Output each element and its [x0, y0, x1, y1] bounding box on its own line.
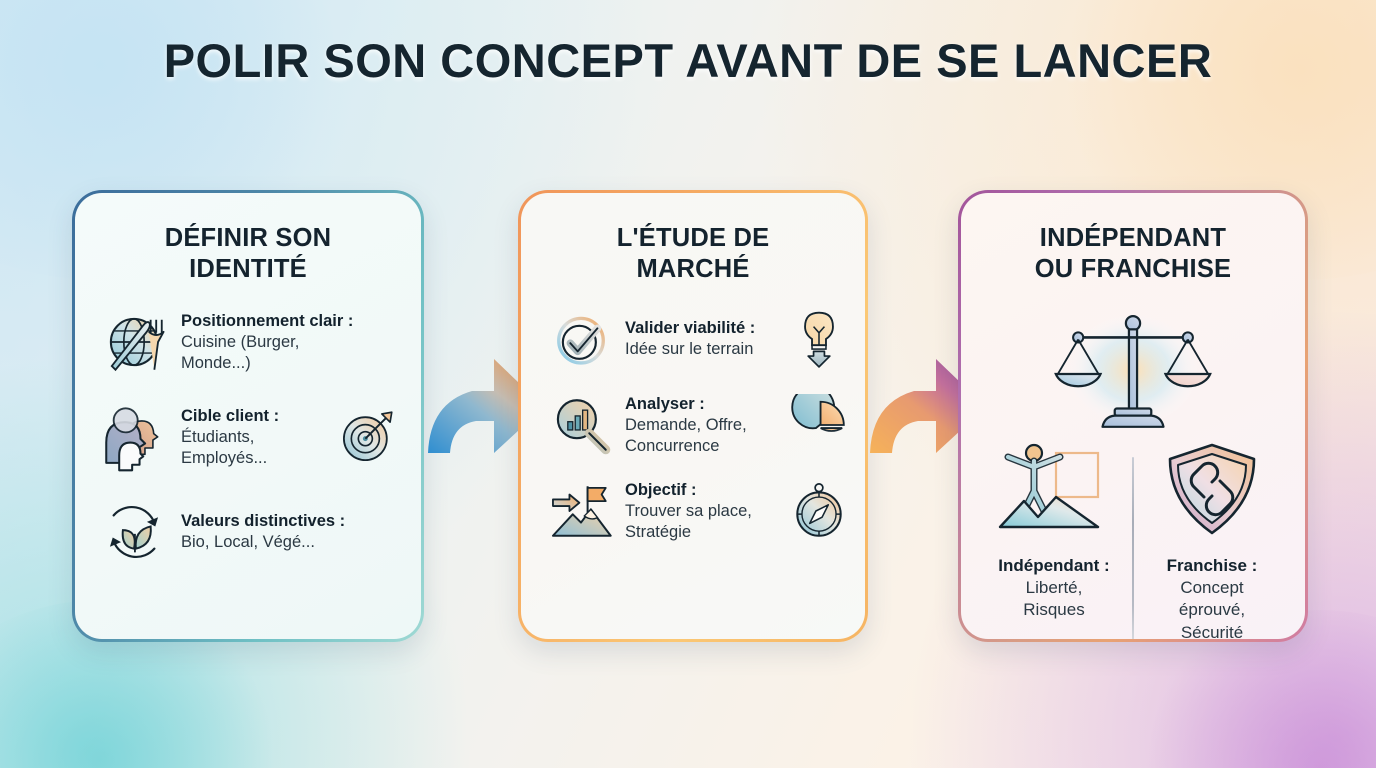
card-definir-son-identite[interactable]: DÉFINIR SON IDENTITÉ	[72, 190, 424, 642]
card3-title: INDÉPENDANT OU FRANCHISE	[961, 223, 1305, 285]
card1-row1-text: Positionnement clair : Cuisine (Burger, …	[181, 311, 411, 374]
card1-row3-heading: Valeurs distinctives :	[181, 512, 346, 531]
page-title: POLIR SON CONCEPT AVANT DE SE LANCER	[163, 34, 1213, 87]
card3-col1-heading: Indépendant :	[998, 556, 1110, 576]
card1-row1-heading: Positionnement clair :	[181, 311, 354, 330]
card2-row3-body-line2: Stratégie	[625, 522, 692, 541]
card2-title-line1: L'ÉTUDE DE	[616, 224, 770, 252]
column-divider	[1132, 457, 1134, 639]
card2-row2-text: Analyser : Demande, Offre, Concurrence	[625, 394, 779, 457]
card1-row1-body-line2: Monde...)	[181, 353, 251, 372]
card2-row-valider: Valider viabilité : Idée sur le terrain	[521, 305, 865, 373]
card3-col2-body-line1: Concept	[1180, 578, 1244, 598]
people-group-icon	[97, 400, 171, 474]
target-arrow-icon	[333, 403, 401, 471]
card1-title-line1: DÉFINIR SON	[164, 224, 332, 252]
compass-icon	[785, 477, 853, 545]
lightbulb-down-arrow-icon	[785, 305, 853, 373]
card3-title-line1: INDÉPENDANT	[1039, 224, 1227, 252]
card3-columns: Indépendant : Liberté, Risques	[961, 441, 1305, 639]
card1-row2-body-line2: Employés...	[181, 448, 268, 467]
card2-row1-body-line1: Idée sur le terrain	[625, 340, 754, 359]
magnifier-bar-chart-icon	[547, 391, 615, 459]
card1-title: DÉFINIR SON IDENTITÉ	[75, 223, 421, 285]
person-on-peak-icon	[981, 441, 1127, 541]
card1-row1-body-line1: Cuisine (Burger,	[181, 332, 300, 351]
card-independant-ou-franchise[interactable]: INDÉPENDANT OU FRANCHISE	[958, 190, 1308, 642]
pie-chart-icon	[785, 391, 853, 459]
card2-row3-text: Objectif : Trouver sa place, Stratégie	[625, 480, 779, 543]
card3-col2-body-line3: Sécurité	[1180, 622, 1244, 640]
card3-col1-body-line2: Risques	[1023, 600, 1085, 620]
card1-row2-text: Cible client : Étudiants, Employés...	[181, 406, 333, 469]
card2-rows: Valider viabilité : Idée sur le terrain	[521, 305, 865, 545]
card3-column-independant: Indépendant : Liberté, Risques	[975, 441, 1133, 639]
card1-row2-heading: Cible client :	[181, 406, 280, 425]
card3-column-franchise: Franchise : Concept éprouvé, Sécurité	[1133, 441, 1291, 639]
card2-row1-heading: Valider viabilité :	[625, 319, 756, 338]
card3-col1-body-line1: Liberté,	[1025, 578, 1083, 598]
card2-row2-body-line2: Concurrence	[625, 436, 720, 455]
card2-row-objectif: Objectif : Trouver sa place, Stratégie	[521, 477, 865, 545]
mountain-flag-icon	[547, 477, 615, 545]
balance-scale-icon	[961, 307, 1305, 439]
card2-row-analyser: Analyser : Demande, Offre, Concurrence	[521, 391, 865, 459]
card1-row-valeurs: Valeurs distinctives : Bio, Local, Végé.…	[75, 495, 421, 569]
leaf-recycle-icon	[97, 495, 171, 569]
curved-arrow-card1-to-card2	[420, 345, 550, 455]
card2-row2-body-line1: Demande, Offre,	[625, 415, 747, 434]
globe-cutlery-icon	[97, 305, 171, 379]
shield-chain-icon	[1139, 441, 1285, 541]
card1-row-cible-client: Cible client : Étudiants, Employés...	[75, 400, 421, 474]
card1-row3-text: Valeurs distinctives : Bio, Local, Végé.…	[181, 511, 411, 553]
card2-row3-heading: Objectif :	[625, 480, 697, 499]
card1-row3-body-line1: Bio, Local, Végé...	[181, 533, 315, 552]
card2-title: L'ÉTUDE DE MARCHÉ	[521, 223, 865, 285]
card2-row3-body-line1: Trouver sa place,	[625, 501, 752, 520]
card1-rows: Positionnement clair : Cuisine (Burger, …	[75, 305, 421, 569]
card3-title-line2: OU FRANCHISE	[1034, 255, 1232, 284]
card2-row1-text: Valider viabilité : Idée sur le terrain	[625, 318, 779, 360]
card1-row2-body-line1: Étudiants,	[181, 427, 255, 446]
card2-title-line2: MARCHÉ	[636, 255, 750, 284]
card3-col2-heading: Franchise :	[1166, 556, 1258, 576]
card1-row-positionnement: Positionnement clair : Cuisine (Burger, …	[75, 305, 421, 379]
card2-row2-heading: Analyser :	[625, 394, 705, 413]
check-circle-icon	[547, 305, 615, 373]
card-etude-de-marche[interactable]: L'ÉTUDE DE MARCHÉ	[518, 190, 868, 642]
curved-arrow-card2-to-card3	[862, 345, 992, 455]
card1-title-line2: IDENTITÉ	[189, 255, 307, 284]
card3-col2-body-line2: éprouvé,	[1178, 600, 1246, 620]
